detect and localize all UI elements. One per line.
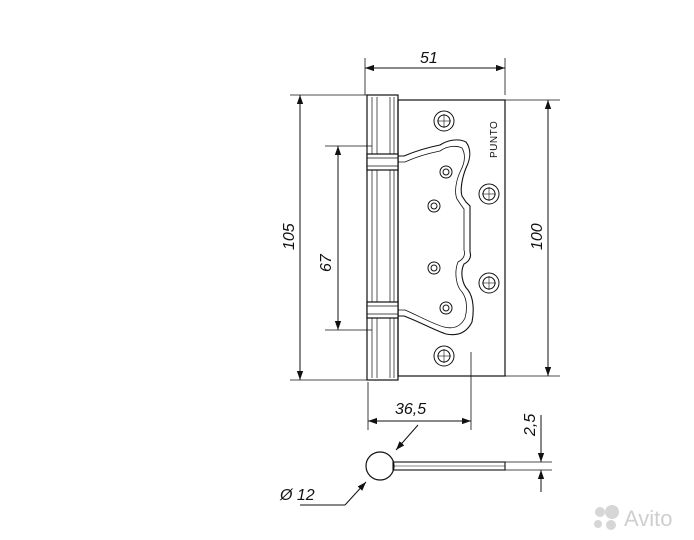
- dim-label-51: 51: [420, 50, 438, 67]
- watermark-text: Avito: [624, 506, 673, 531]
- knuckle-circle: [365, 451, 395, 481]
- screw-hole: [433, 110, 455, 132]
- dim-label-105: 105: [281, 223, 298, 250]
- brand-label: PUNTO: [489, 121, 500, 158]
- screw-hole: [478, 183, 500, 205]
- hinge-inner-leaf: [398, 139, 474, 336]
- hinge-outer-leaf: [397, 99, 506, 377]
- screw-hole: [478, 272, 500, 294]
- dim-line-diameter: [300, 424, 419, 506]
- screw-hole: [433, 345, 455, 367]
- dim-label-67: 67: [318, 253, 335, 272]
- avito-watermark: Avito: [594, 505, 673, 531]
- screw-hole-small: [439, 301, 453, 315]
- dim-label-100: 100: [529, 223, 546, 250]
- screw-hole-small: [427, 199, 441, 213]
- dim-label-diameter: Ø 12: [279, 487, 315, 504]
- dim-label-2-5: 2,5: [522, 414, 539, 437]
- screw-hole-small: [427, 261, 441, 275]
- hinge-front-view: [366, 94, 506, 381]
- hinge-side-view: [365, 451, 506, 481]
- hinge-tab-top: [366, 153, 399, 171]
- screw-hole-small: [439, 165, 453, 179]
- hinge-tab-bottom: [366, 301, 399, 319]
- avito-logo-icon: [594, 505, 619, 530]
- dim-label-36-5: 36,5: [395, 401, 426, 418]
